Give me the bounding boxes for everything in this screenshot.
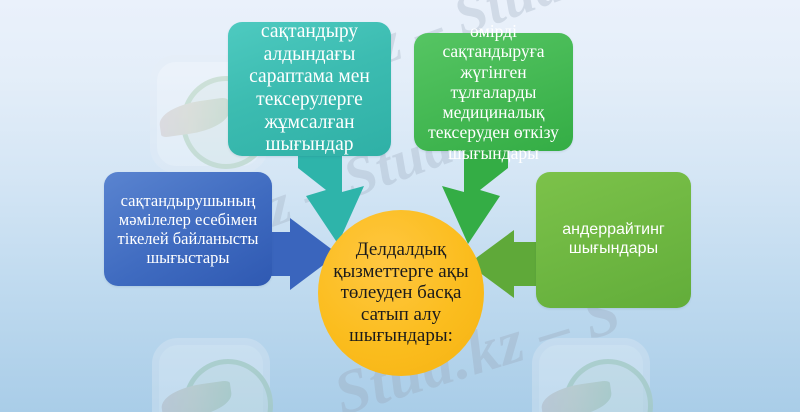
center-node-label: Делдалдық қызметтерге ақы төлеуден басқа… [333, 238, 469, 347]
node-label: андеррайтинг шығындары [562, 221, 665, 257]
node-pre-insurance-expertise[interactable]: сақтандыру алдындағы сараптама мен тексе… [228, 21, 391, 156]
stud-kz-logo-watermark-icon [152, 338, 273, 412]
node-medical-examination-costs[interactable]: өмірді сақтандыруға жүгінген тұлғаларды … [414, 21, 573, 163]
node-insurer-transaction-costs[interactable]: сақтандырушының мәмілелер есебімен тікел… [104, 172, 272, 286]
stud-kz-logo-watermark-icon [532, 338, 653, 412]
node-label: сақтандыру алдындағы сараптама мен тексе… [249, 21, 370, 156]
node-label: сақтандырушының мәмілелер есебімен тікел… [117, 190, 259, 268]
node-underwriting-costs[interactable]: андеррайтинг шығындары [536, 172, 691, 308]
node-label: өмірді сақтандыруға жүгінген тұлғаларды … [428, 20, 559, 163]
center-node-acquisition-costs[interactable]: Делдалдық қызметтерге ақы төлеуден басқа… [318, 210, 484, 376]
